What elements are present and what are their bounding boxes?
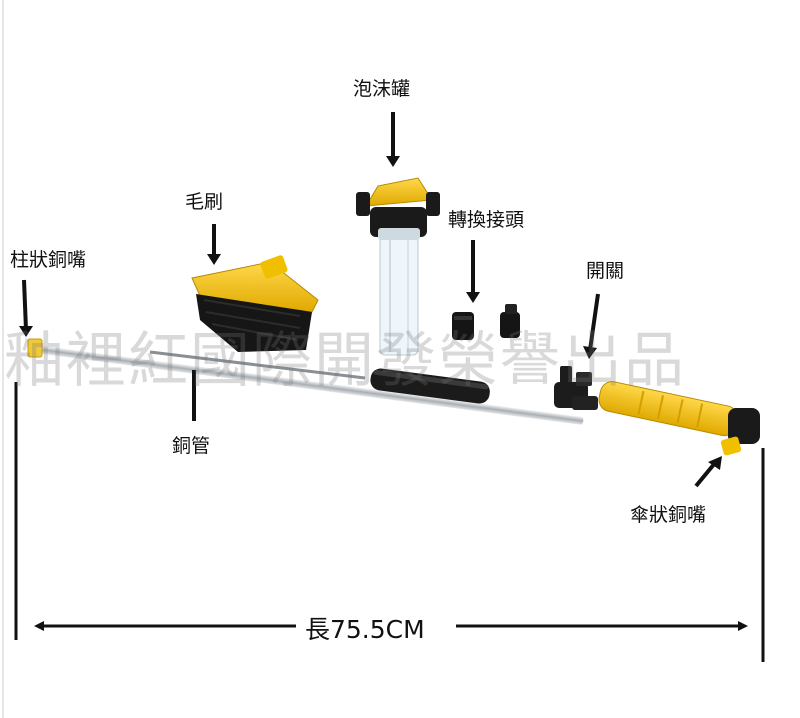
arrow-icon [19, 112, 722, 488]
length-label: 長75.5CM [303, 610, 427, 646]
yellow-handle [598, 381, 739, 437]
steel-rod [27, 344, 584, 425]
brush-head [191, 255, 319, 352]
label-brush: 毛刷 [185, 191, 224, 213]
foam-grip [370, 368, 490, 404]
label-switch: 開關 [586, 260, 625, 282]
pillar-nozzle [27, 338, 43, 358]
switch-valve [554, 366, 598, 410]
dimension-lines [14, 382, 765, 662]
label-adapter: 轉換接頭 [448, 209, 525, 231]
label-umbrella-nozzle: 傘狀銅嘴 [630, 504, 707, 526]
foam-tank [356, 177, 440, 356]
label-pillar-nozzle: 柱狀銅嘴 [10, 249, 87, 271]
thin-rod [149, 350, 366, 380]
watermark-text: 釉裡紅國際開發榮譽出品 [4, 326, 686, 396]
umbrella-nozzle [720, 408, 760, 456]
label-foam-tank: 泡沫罐 [353, 78, 411, 100]
label-copper-pipe: 銅管 [172, 435, 211, 457]
adapter-parts [452, 304, 520, 340]
